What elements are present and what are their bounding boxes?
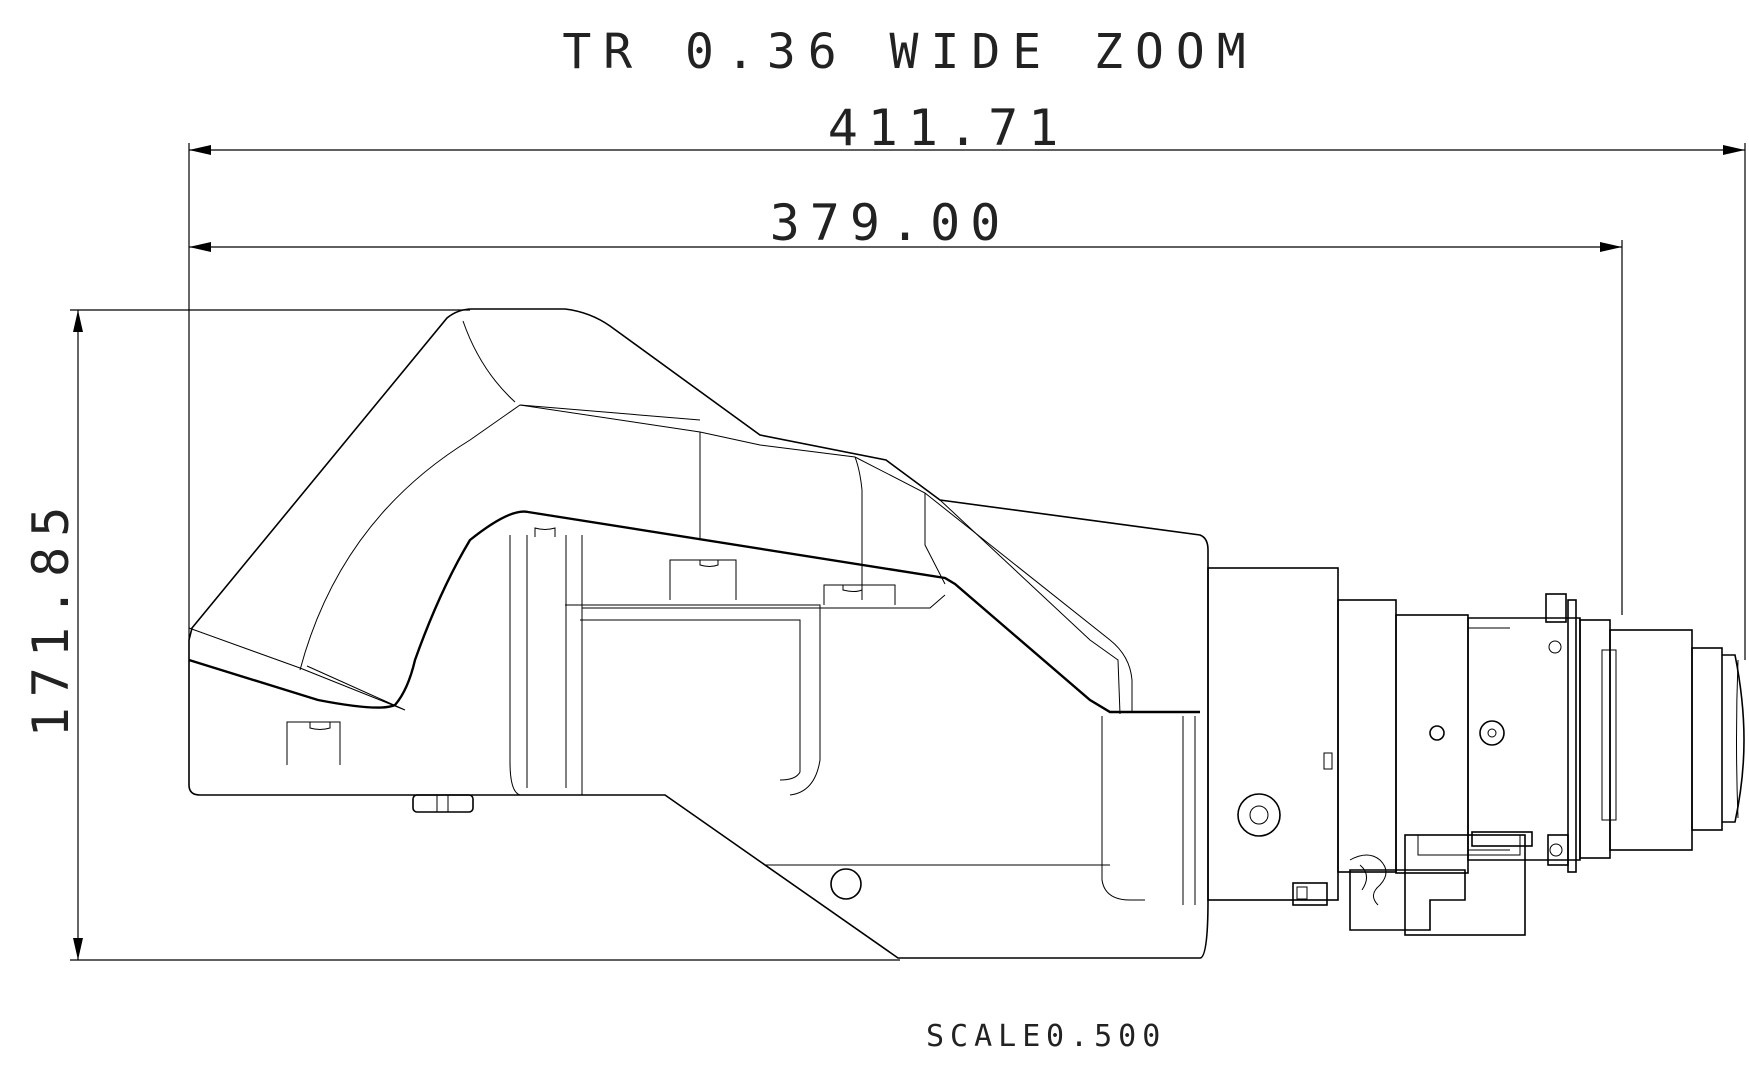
- dimension-overall-length: 411.71: [188, 99, 1746, 660]
- dimension-height: 171.85: [22, 309, 900, 961]
- scale-caption: SCALE: [926, 1019, 1046, 1054]
- height-value: 171.85: [22, 497, 80, 738]
- dimension-body-length: 379.00: [189, 194, 1623, 615]
- drawing-title: TR 0.36 WIDE ZOOM: [562, 24, 1257, 80]
- overall-length-value: 411.71: [828, 99, 1069, 157]
- scale-value: 0.500: [1046, 1019, 1166, 1054]
- body-length-value: 379.00: [770, 194, 1011, 252]
- lens-housing: [188, 308, 1209, 959]
- scale-label: SCALE 0.500: [926, 1019, 1166, 1054]
- lens-barrel: [1207, 567, 1745, 936]
